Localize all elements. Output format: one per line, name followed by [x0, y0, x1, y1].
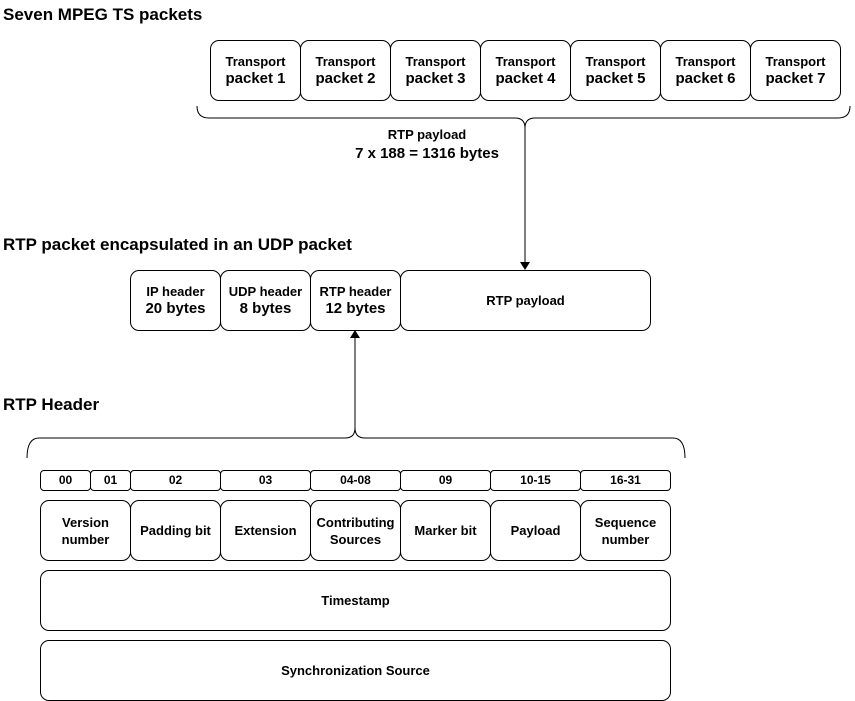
field-padding-bit: Padding bit [130, 500, 221, 561]
bit-cell: 00 [40, 470, 91, 491]
payload-arrowhead [520, 262, 530, 270]
header-arrowhead [350, 330, 360, 338]
box-size: 20 bytes [145, 300, 206, 317]
bit-cell: 01 [90, 470, 131, 491]
packet-number: packet 4 [495, 70, 556, 87]
bit-cell: 04-08 [310, 470, 401, 491]
box-size: 8 bytes [239, 300, 292, 317]
bit-cell: 09 [400, 470, 491, 491]
sync-source-box: Synchronization Source [40, 640, 671, 701]
bit-cell: 16-31 [580, 470, 671, 491]
bit-cell: 02 [130, 470, 221, 491]
sync-source-label: Synchronization Source [281, 663, 430, 678]
field-label: Sources [329, 531, 382, 547]
field-label: Extension [234, 523, 297, 538]
timestamp-box: Timestamp [40, 570, 671, 631]
field-label: Sequence [594, 514, 657, 530]
field-label: Padding bit [140, 523, 211, 538]
heading-ts-packets: Seven MPEG TS packets [3, 5, 203, 24]
packet-number: packet 1 [225, 70, 286, 87]
field-label: number [61, 531, 110, 547]
payload-brace [196, 105, 851, 129]
bit-cell: 03 [220, 470, 311, 491]
packet-label: Transport [225, 54, 286, 69]
heading-encapsulated: RTP packet encapsulated in an UDP packet [3, 235, 352, 254]
packet-label: Transport [315, 54, 376, 69]
field-extension: Extension [220, 500, 311, 561]
field-marker-bit: Marker bit [400, 500, 491, 561]
field-label: Payload [510, 523, 561, 538]
field-payload: Payload [490, 500, 581, 561]
heading-rtp-header: RTP Header [3, 395, 100, 414]
field-label: Contributing [316, 514, 395, 530]
packet-label: Transport [585, 54, 646, 69]
field-label: Marker bit [414, 523, 477, 538]
field-label: number [601, 531, 650, 547]
box-label: IP header [146, 284, 205, 299]
field-label: Version [62, 514, 109, 530]
payload-note-size: 7 x 188 = 1316 bytes [355, 145, 499, 162]
packet-number: packet 5 [585, 70, 646, 87]
header-brace [26, 427, 686, 459]
box-label: RTP payload [486, 293, 565, 308]
packet-label: Transport [405, 54, 466, 69]
box-size: 12 bytes [325, 300, 386, 317]
box-label: RTP header [319, 284, 392, 299]
rtp-payload-box: RTP payload [400, 270, 651, 331]
bit-cell: 10-15 [490, 470, 581, 491]
packet-number: packet 7 [765, 70, 826, 87]
packet-label: Transport [765, 54, 826, 69]
payload-note-title: RTP payload [387, 127, 467, 142]
packet-number: packet 2 [315, 70, 376, 87]
packet-label: Transport [495, 54, 556, 69]
timestamp-label: Timestamp [321, 593, 390, 608]
packet-label: Transport [675, 54, 736, 69]
box-label: UDP header [228, 284, 303, 299]
packet-number: packet 6 [675, 70, 736, 87]
packet-number: packet 3 [405, 70, 466, 87]
